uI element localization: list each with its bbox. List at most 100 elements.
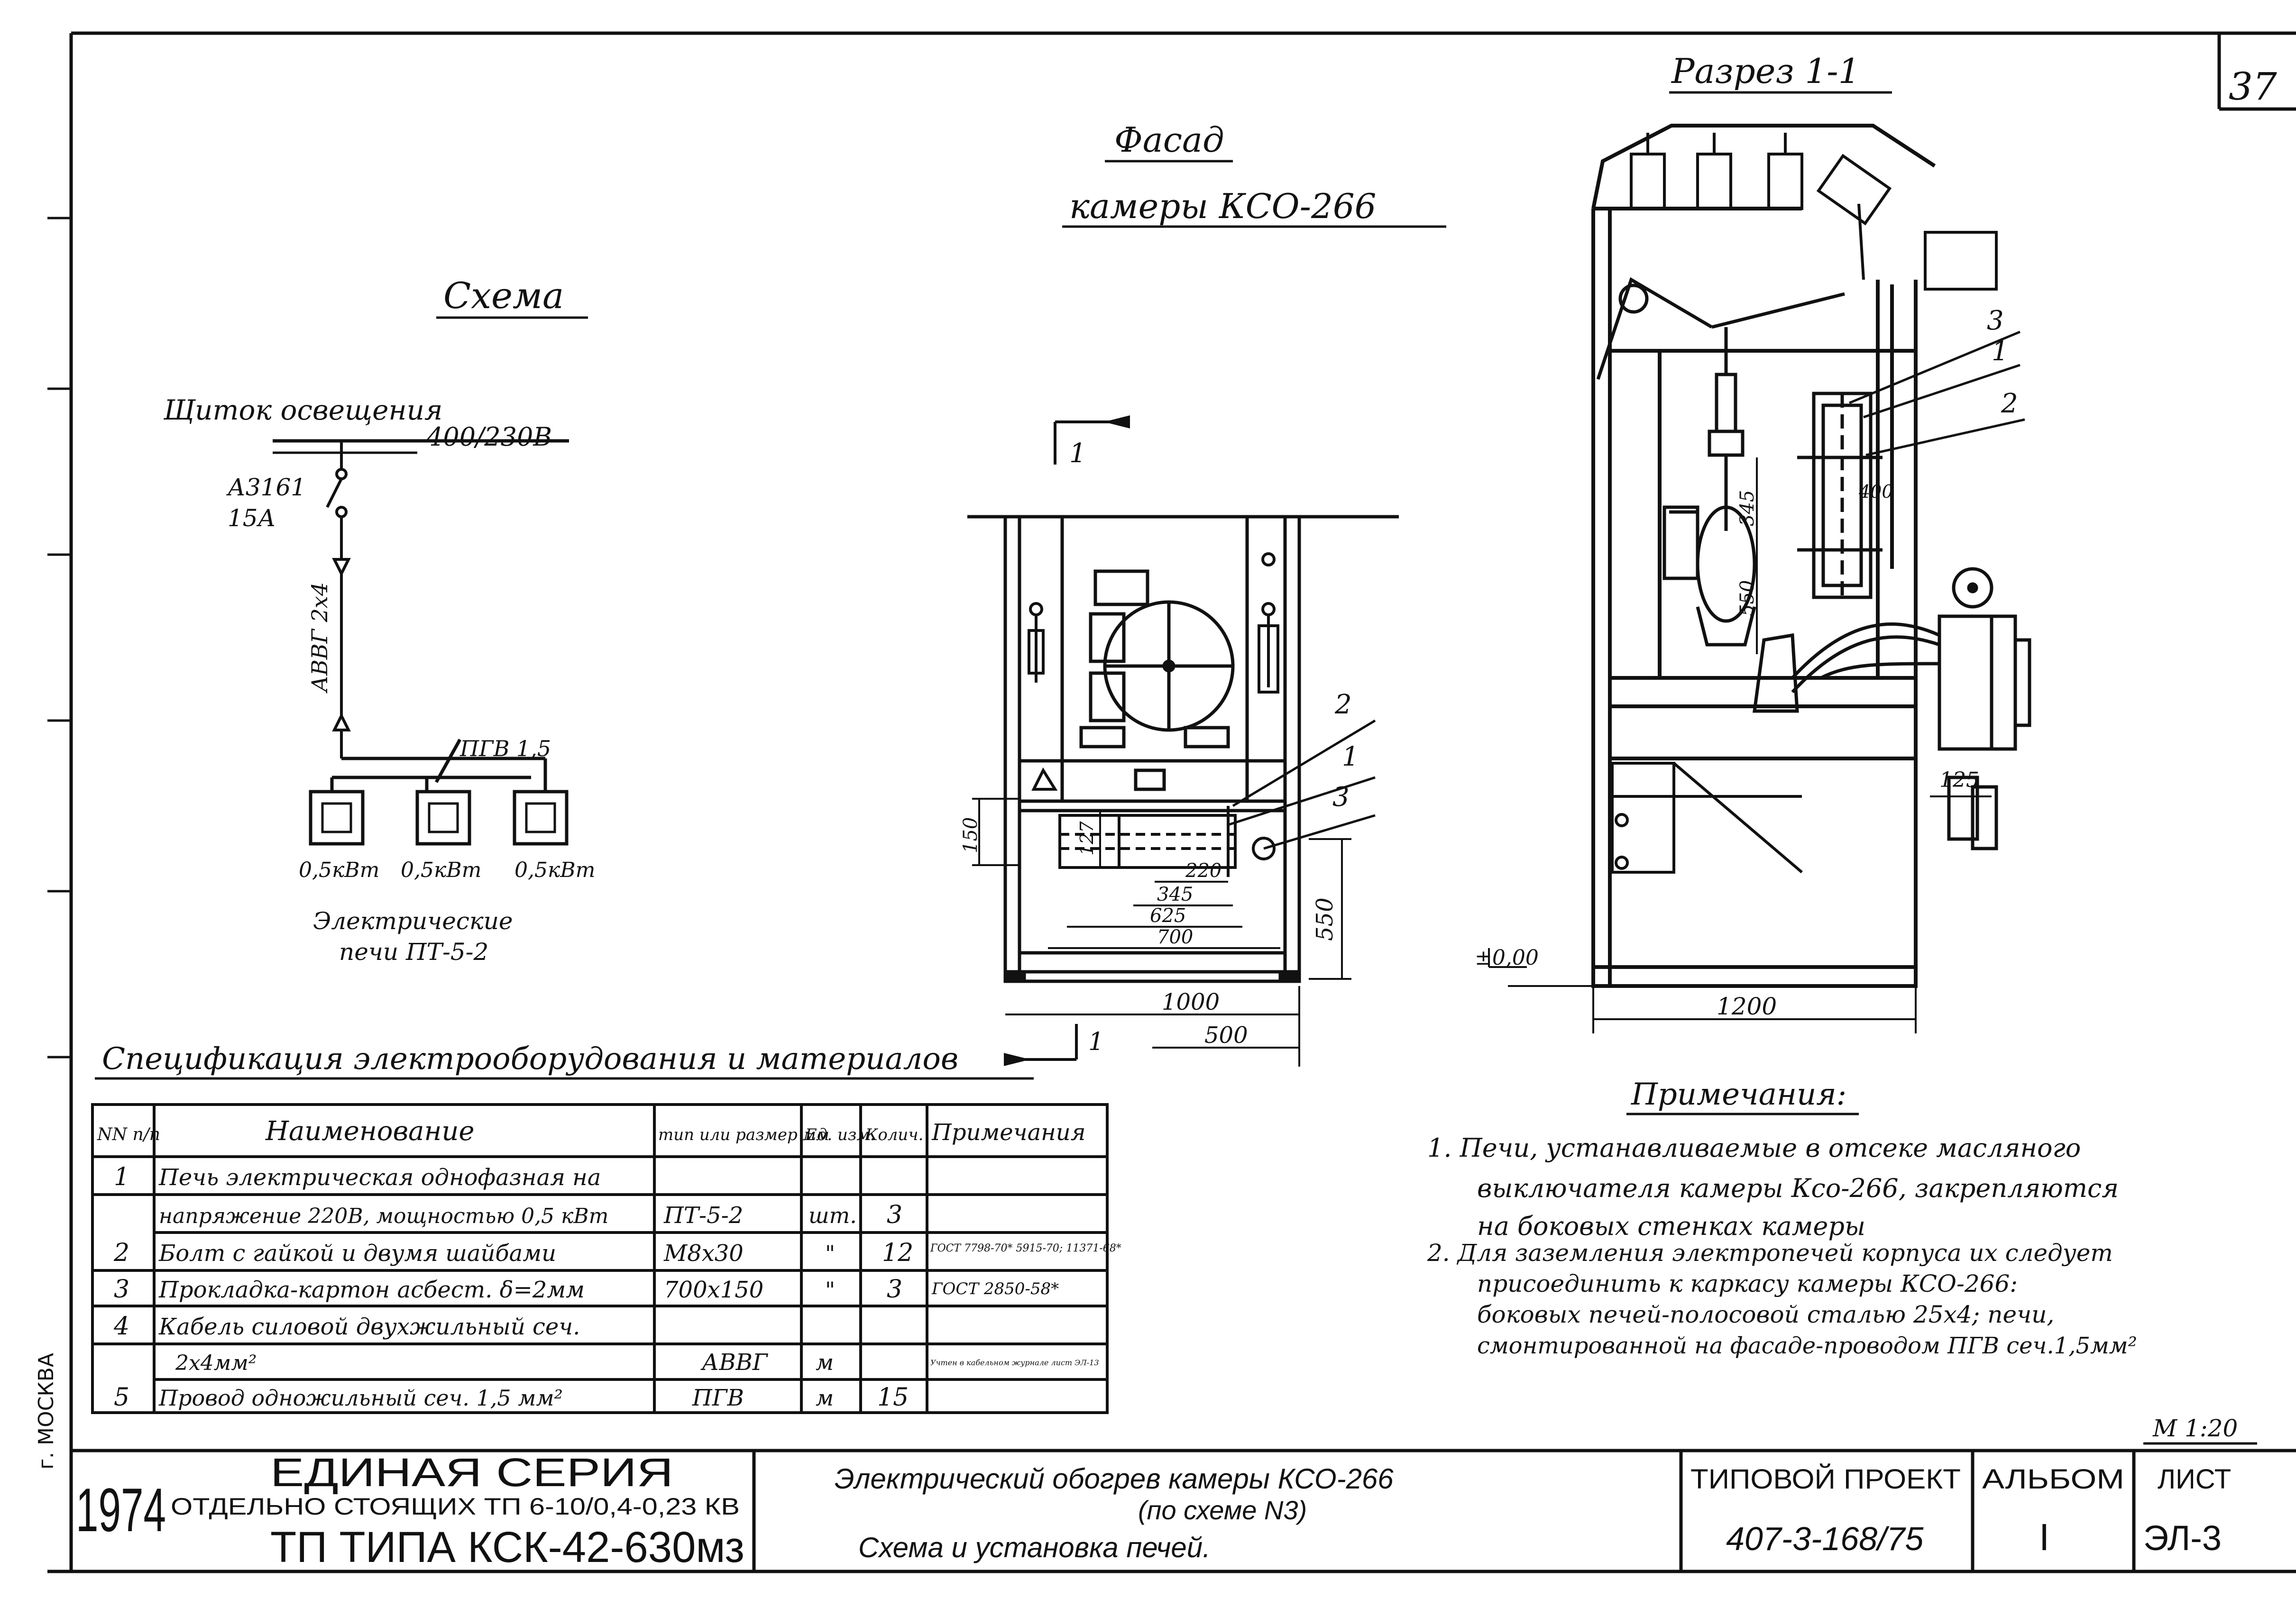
spec-qty: 15 [877, 1383, 909, 1412]
note-1-line-2: выключателя камеры Ксо-266, закрепляются [1477, 1173, 2119, 1203]
dim-220: 220 [1185, 860, 1221, 882]
schema-block: Схема Щиток освещения 400/230В А3161 15А… [163, 274, 595, 966]
section-dim-550: 550 [1736, 580, 1758, 616]
title-series-3: ТП ТИПА КСК-42-630мз [270, 1523, 744, 1571]
facade-heater [1058, 806, 1276, 877]
spec-name: Прокладка-картон асбест. δ=2мм [158, 1277, 585, 1303]
spec-name: Кабель силовой двухжильный сеч. [158, 1314, 580, 1340]
album-value: I [2039, 1516, 2049, 1558]
facade-handles [1028, 552, 1279, 791]
table-row: 2 Болт с гайкой и двумя шайбами М8х30 " … [113, 1239, 1121, 1267]
scale-label: М 1:20 [2152, 1415, 2238, 1442]
table-row: 3 Прокладка-картон асбест. δ=2мм 700х150… [114, 1275, 1059, 1304]
frame-ticks [47, 217, 71, 1059]
spec-header-note: Примечания [931, 1119, 1086, 1146]
notes-block: Примечания: 1. Печи, устанавливаемые в о… [1427, 1077, 2137, 1359]
heater-icon [415, 790, 471, 846]
spec-qty: 12 [882, 1239, 913, 1267]
facade-dimensions [972, 798, 1351, 1067]
spec-type: АВВГ [700, 1349, 769, 1376]
facade-title-2: камеры КСО-266 [1069, 186, 1376, 226]
section-dimensions [1488, 403, 1992, 1033]
cable-label: АВВГ 2х4 [307, 582, 332, 694]
spec-qty: 3 [887, 1201, 902, 1229]
project-number: 407-3-168/75 [1726, 1520, 1924, 1557]
notes-title: Примечания: [1631, 1077, 1846, 1112]
section-breaker-mechanism [1596, 277, 1940, 713]
spec-header-unit: Ед. изм. [805, 1125, 875, 1144]
title-desc-3: Схема и установка печей. [858, 1532, 1211, 1563]
spec-unit: " [825, 1241, 835, 1266]
note-1-line-3: на боковых стенках камеры [1477, 1211, 1865, 1241]
section-lower-compartment [1611, 762, 1803, 874]
spec-note: ГОСТ 7798-70* 5915-70; 11371-68* [930, 1242, 1121, 1254]
title-series-1: ЕДИНАЯ СЕРИЯ [270, 1450, 673, 1495]
spec-num: 1 [114, 1163, 129, 1191]
table-row: напряжение 220В, мощностью 0,5 кВт ПТ-5-… [159, 1201, 902, 1229]
note-2-line-3: боковых печей-полосовой сталью 25х4; печ… [1477, 1301, 2054, 1328]
title-year: 1974 [76, 1475, 166, 1544]
spec-num: 3 [114, 1275, 129, 1304]
voltage-label: 400/230В [426, 422, 552, 452]
heater-power-2: 0,5кВт [401, 858, 481, 882]
heater-power-3: 0,5кВт [514, 858, 595, 882]
title-block: 1974 ЕДИНАЯ СЕРИЯ ОТДЕЛЬНО СТОЯЩИХ ТП 6-… [71, 1449, 2296, 1571]
section-dim-1200: 1200 [1717, 993, 1777, 1020]
facade-callout-3: 3 [1332, 782, 1350, 813]
section-mark-bottom-label: 1 [1088, 1028, 1104, 1056]
table-row: 4 Кабель силовой двухжильный сеч. [113, 1312, 580, 1341]
breaker-symbol [326, 441, 351, 758]
sheet-label: ЛИСТ [2158, 1464, 2231, 1495]
breaker-label: А3161 [226, 474, 306, 501]
sheet-value: ЭЛ-3 [2143, 1518, 2222, 1558]
note-2-line-2: присоединить к каркасу камеры КСО-266: [1477, 1270, 2018, 1297]
table-row: 2х4мм² АВВГ м Учтен в кабельном журнале … [175, 1349, 1099, 1376]
dim-1000: 1000 [1162, 989, 1220, 1015]
section-mark-bottom [1004, 1024, 1078, 1066]
spec-unit: м [816, 1385, 834, 1411]
spec-type: 700х150 [664, 1277, 763, 1303]
spec-type: М8х30 [663, 1240, 744, 1267]
facade-view: Фасад камеры КСО-266 1 [960, 120, 1446, 1067]
sheet-frame [47, 31, 2296, 1573]
section-callout-1: 1 [1992, 336, 2009, 367]
title-series-2: ОТДЕЛЬНО СТОЯЩИХ ТП 6-10/0,4-0,23 КВ [171, 1493, 740, 1520]
spec-unit: " [825, 1277, 835, 1303]
section-mark-top [1054, 415, 1130, 465]
dim-150: 150 [960, 817, 982, 853]
heater-power-1: 0,5кВт [299, 858, 379, 882]
spec-header-qty: Колич. [865, 1125, 923, 1144]
note-2-line-1: 2. Для заземления электропечей корпуса и… [1427, 1239, 2113, 1267]
section-insulators [1630, 133, 1998, 291]
title-desc-1: Электрический обогрев камеры КСО-266 [835, 1463, 1394, 1495]
spec-header-type: тип или размер мм [658, 1125, 829, 1144]
breaker-current-label: 15А [228, 504, 276, 532]
facade-callout-1: 1 [1342, 741, 1359, 772]
heater-caption-1: Электрические [313, 907, 513, 935]
dim-345: 345 [1157, 884, 1193, 905]
spec-block: Спецификация электрооборудования и матер… [91, 1041, 1121, 1414]
section-dim-400: 400 [1858, 481, 1893, 502]
section-title: Разрез 1-1 [1671, 51, 1860, 91]
facade-title-1: Фасад [1114, 120, 1224, 160]
spec-note: ГОСТ 2850-58* [931, 1279, 1059, 1298]
title-desc-2: (по схеме N3) [1138, 1495, 1307, 1525]
table-row: 1 Печь электрическая однофазная на [114, 1163, 601, 1191]
section-dim-125: 125 [1939, 768, 1979, 792]
section-callouts [1849, 330, 2025, 457]
heater-icon [513, 790, 569, 846]
table-row: 5 Провод одножильный сеч. 1,5 мм² ПГВ м … [114, 1383, 909, 1412]
spec-header-num: NN п/п [97, 1125, 160, 1144]
spec-title: Спецификация электрооборудования и матер… [102, 1041, 958, 1077]
heater-symbols [309, 790, 569, 846]
panel-label: Щиток освещения [163, 394, 442, 426]
section-heater [1797, 392, 1883, 599]
facade-callouts [1228, 719, 1376, 850]
spec-type: ПТ-5-2 [663, 1202, 743, 1229]
spec-note: Учтен в кабельном журнале лист ЭЛ-13 [930, 1358, 1099, 1367]
sheet-number-top: 37 [2229, 64, 2277, 109]
dim-550: 550 [1312, 897, 1338, 941]
note-1-line-1: 1. Печи, устанавливаемые в отсеке маслян… [1427, 1133, 2081, 1163]
section-callout-3: 3 [1987, 305, 2004, 336]
